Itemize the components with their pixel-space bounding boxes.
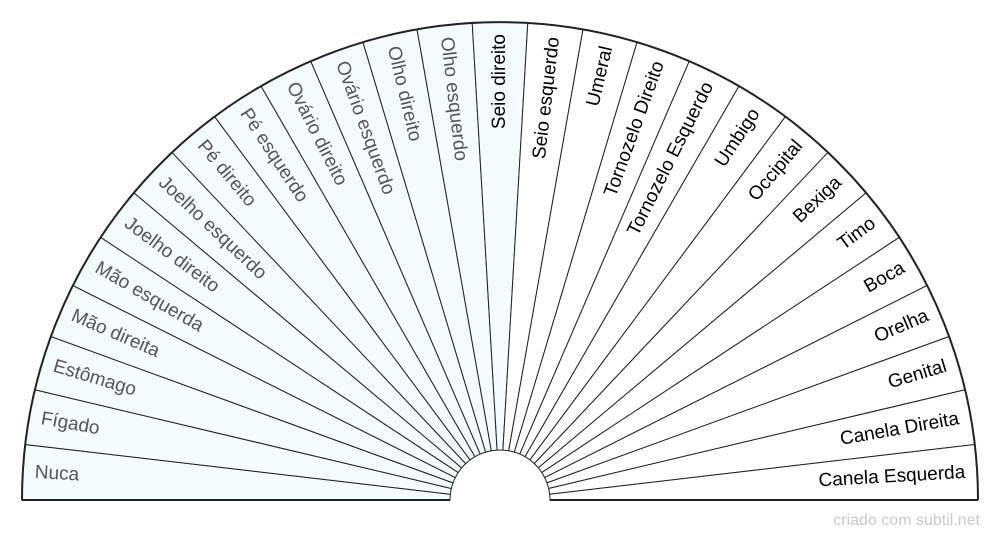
segment-label: Seio direito bbox=[489, 34, 510, 129]
outer-arc bbox=[21, 21, 979, 501]
credit-text: criado com subtil.net bbox=[833, 512, 980, 529]
sectors-group bbox=[21, 21, 979, 501]
segment-label: Nuca bbox=[34, 462, 80, 486]
